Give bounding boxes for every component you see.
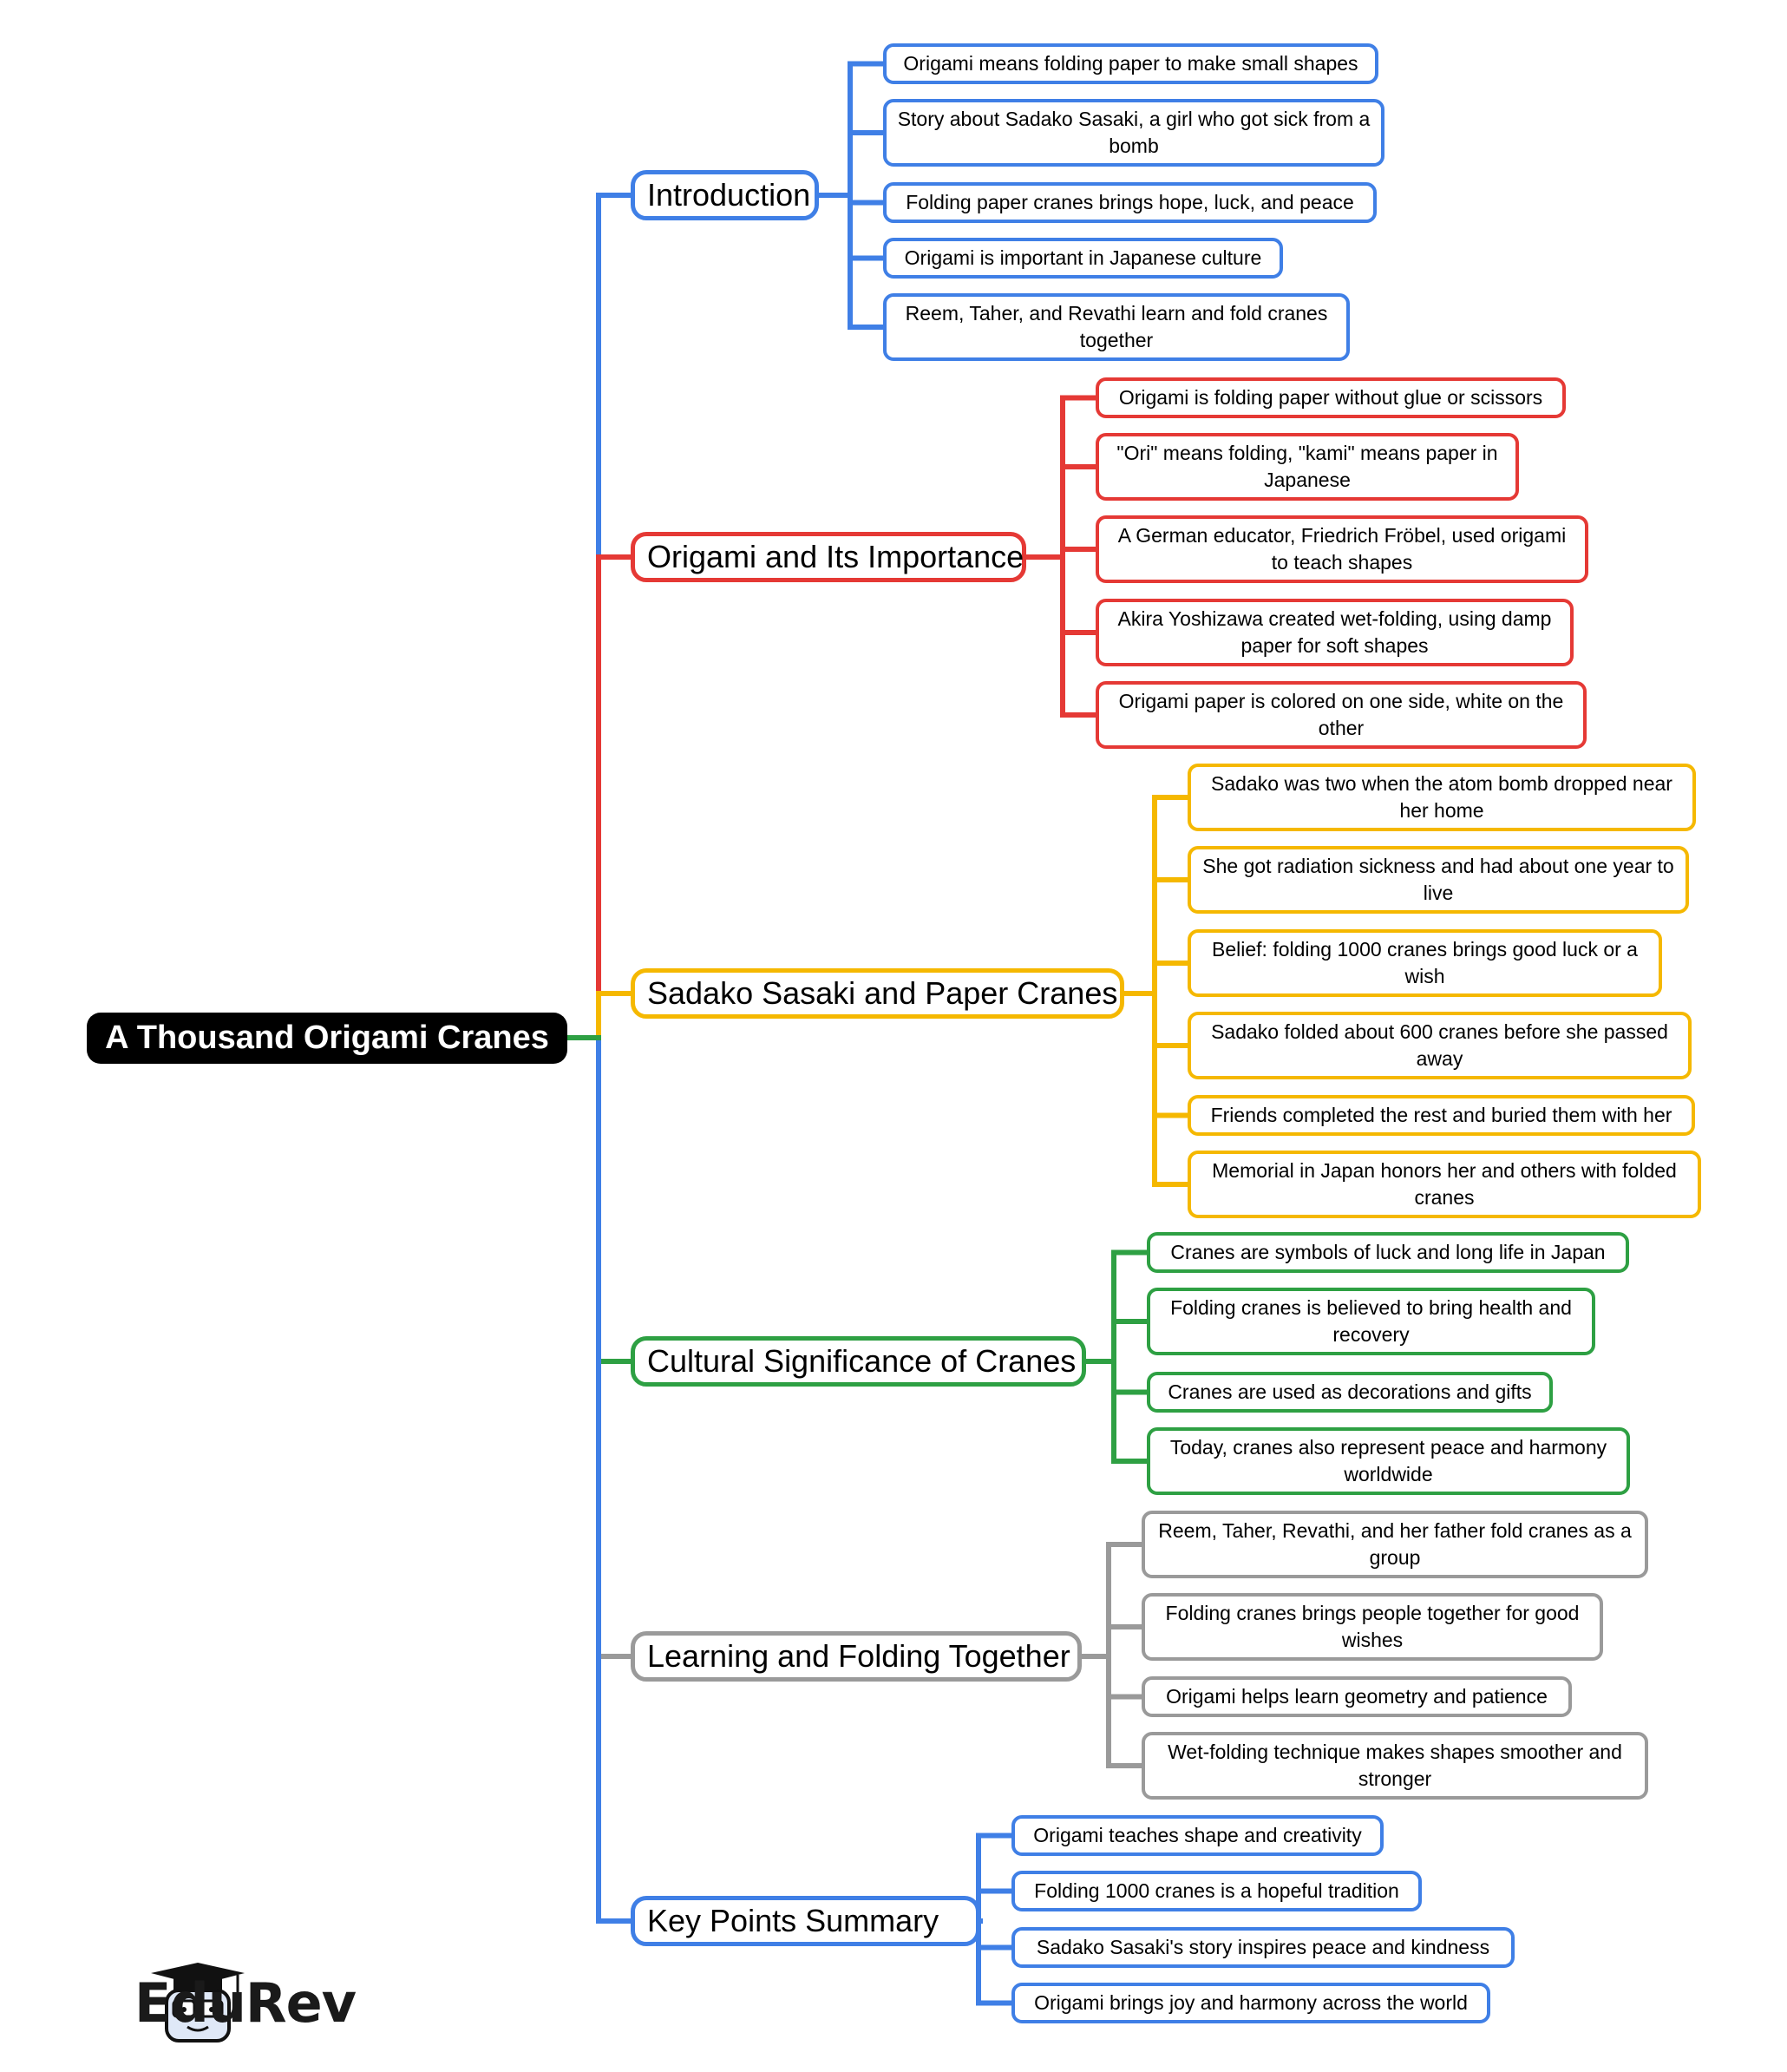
branch-key-points: Key Points Summary bbox=[631, 1896, 980, 1946]
leaf-text: Story about Sadako Sasaki, a girl who go… bbox=[897, 108, 1371, 157]
leaf-folding-cranes-is-believed-to-bring-heal: Folding cranes is believed to bring heal… bbox=[1147, 1288, 1595, 1355]
leaf-text: Sadako Sasaki's story inspires peace and… bbox=[1036, 1936, 1490, 1958]
leaf-text: Reem, Taher, and Revathi learn and fold … bbox=[905, 302, 1328, 351]
leaf-ori-means-folding-kami-means-paper-in-ja: "Ori" means folding, "kami" means paper … bbox=[1096, 433, 1519, 501]
leaf-text: Today, cranes also represent peace and h… bbox=[1169, 1436, 1607, 1485]
leaf-text: Folding 1000 cranes is a hopeful traditi… bbox=[1034, 1879, 1399, 1902]
branch-introduction: Introduction bbox=[631, 170, 819, 220]
branch-cultural-significance: Cultural Significance of Cranes bbox=[631, 1336, 1086, 1387]
leaf-origami-brings-joy-and-harmony-across-th: Origami brings joy and harmony across th… bbox=[1011, 1983, 1490, 2023]
leaf-origami-is-important-in-japanese-culture: Origami is important in Japanese culture bbox=[883, 238, 1283, 279]
leaf-text: Cranes are used as decorations and gifts bbox=[1168, 1380, 1532, 1403]
leaf-text: Origami brings joy and harmony across th… bbox=[1034, 1991, 1468, 2014]
leaf-a-german-educator-friedrich-fr-bel-used-: A German educator, Friedrich Fröbel, use… bbox=[1096, 515, 1588, 583]
leaf-cranes-are-used-as-decorations-and-gifts: Cranes are used as decorations and gifts bbox=[1147, 1372, 1553, 1413]
leaf-today-cranes-also-represent-peace-and-ha: Today, cranes also represent peace and h… bbox=[1147, 1427, 1630, 1495]
leaf-reem-taher-revathi-and-her-father-fold-c: Reem, Taher, Revathi, and her father fol… bbox=[1142, 1511, 1648, 1578]
leaf-text: Origami is important in Japanese culture bbox=[904, 246, 1262, 269]
leaf-text: Memorial in Japan honors her and others … bbox=[1212, 1159, 1677, 1209]
branch-learning-together: Learning and Folding Together bbox=[631, 1631, 1082, 1682]
leaf-origami-helps-learn-geometry-and-patienc: Origami helps learn geometry and patienc… bbox=[1142, 1676, 1572, 1717]
leaf-folding-cranes-brings-people-together-fo: Folding cranes brings people together fo… bbox=[1142, 1593, 1603, 1661]
root-node: A Thousand Origami Cranes bbox=[87, 1013, 567, 1064]
leaf-wet-folding-technique-makes-shapes-smoot: Wet-folding technique makes shapes smoot… bbox=[1142, 1732, 1648, 1800]
leaf-text: Origami helps learn geometry and patienc… bbox=[1166, 1685, 1548, 1708]
leaf-sadako-folded-about-600-cranes-before-sh: Sadako folded about 600 cranes before sh… bbox=[1188, 1012, 1692, 1079]
leaf-text: Folding cranes brings people together fo… bbox=[1165, 1602, 1580, 1651]
leaf-text: Origami means folding paper to make smal… bbox=[903, 52, 1358, 75]
leaf-text: Sadako was two when the atom bomb droppe… bbox=[1211, 772, 1672, 822]
leaf-text: Origami is folding paper without glue or… bbox=[1118, 386, 1543, 409]
leaf-text: Reem, Taher, Revathi, and her father fol… bbox=[1158, 1519, 1632, 1569]
leaf-text: Sadako folded about 600 cranes before sh… bbox=[1211, 1020, 1668, 1070]
leaf-story-about-sadako-sasaki-a-girl-who-got: Story about Sadako Sasaki, a girl who go… bbox=[883, 99, 1384, 167]
leaf-cranes-are-symbols-of-luck-and-long-life: Cranes are symbols of luck and long life… bbox=[1147, 1232, 1629, 1273]
leaf-text: Origami paper is colored on one side, wh… bbox=[1118, 690, 1564, 739]
leaf-text: Folding paper cranes brings hope, luck, … bbox=[906, 191, 1354, 213]
edurev-mascot-icon bbox=[151, 1963, 245, 2042]
leaf-origami-is-folding-paper-without-glue-or: Origami is folding paper without glue or… bbox=[1096, 377, 1566, 418]
leaf-text: Origami teaches shape and creativity bbox=[1033, 1824, 1362, 1846]
leaf-akira-yoshizawa-created-wet-folding-usin: Akira Yoshizawa created wet-folding, usi… bbox=[1096, 599, 1574, 666]
leaf-text: Wet-folding technique makes shapes smoot… bbox=[1168, 1741, 1622, 1790]
leaf-sadako-sasaki-s-story-inspires-peace-and: Sadako Sasaki's story inspires peace and… bbox=[1011, 1927, 1515, 1968]
leaf-reem-taher-and-revathi-learn-and-fold-cr: Reem, Taher, and Revathi learn and fold … bbox=[883, 293, 1350, 361]
leaf-sadako-was-two-when-the-atom-bomb-droppe: Sadako was two when the atom bomb droppe… bbox=[1188, 764, 1696, 831]
leaf-folding-paper-cranes-brings-hope-luck-an: Folding paper cranes brings hope, luck, … bbox=[883, 182, 1377, 223]
leaf-text: Belief: folding 1000 cranes brings good … bbox=[1212, 938, 1638, 987]
leaf-text: Cranes are symbols of luck and long life… bbox=[1170, 1241, 1606, 1263]
leaf-friends-completed-the-rest-and-buried-th: Friends completed the rest and buried th… bbox=[1188, 1095, 1695, 1136]
leaf-she-got-radiation-sickness-and-had-about: She got radiation sickness and had about… bbox=[1188, 846, 1689, 914]
leaf-text: Friends completed the rest and buried th… bbox=[1210, 1104, 1672, 1126]
leaf-belief-folding-1000-cranes-brings-good-l: Belief: folding 1000 cranes brings good … bbox=[1188, 929, 1662, 997]
edurev-logo-text: EduRev bbox=[134, 1971, 357, 2035]
leaf-text: Akira Yoshizawa created wet-folding, usi… bbox=[1117, 607, 1552, 657]
branch-origami-importance: Origami and Its Importance bbox=[631, 532, 1026, 582]
leaf-text: A German educator, Friedrich Fröbel, use… bbox=[1117, 524, 1567, 574]
leaf-text: She got radiation sickness and had about… bbox=[1202, 855, 1674, 904]
leaf-origami-paper-is-colored-on-one-side-whi: Origami paper is colored on one side, wh… bbox=[1096, 681, 1587, 749]
leaf-text: "Ori" means folding, "kami" means paper … bbox=[1116, 442, 1498, 491]
leaf-text: Folding cranes is believed to bring heal… bbox=[1170, 1296, 1572, 1346]
leaf-origami-means-folding-paper-to-make-smal: Origami means folding paper to make smal… bbox=[883, 43, 1378, 84]
leaf-origami-teaches-shape-and-creativity: Origami teaches shape and creativity bbox=[1011, 1815, 1384, 1856]
leaf-folding-1000-cranes-is-a-hopeful-traditi: Folding 1000 cranes is a hopeful traditi… bbox=[1011, 1871, 1422, 1911]
branch-sadako-sasaki: Sadako Sasaki and Paper Cranes bbox=[631, 968, 1124, 1019]
leaf-memorial-in-japan-honors-her-and-others-: Memorial in Japan honors her and others … bbox=[1188, 1151, 1701, 1218]
